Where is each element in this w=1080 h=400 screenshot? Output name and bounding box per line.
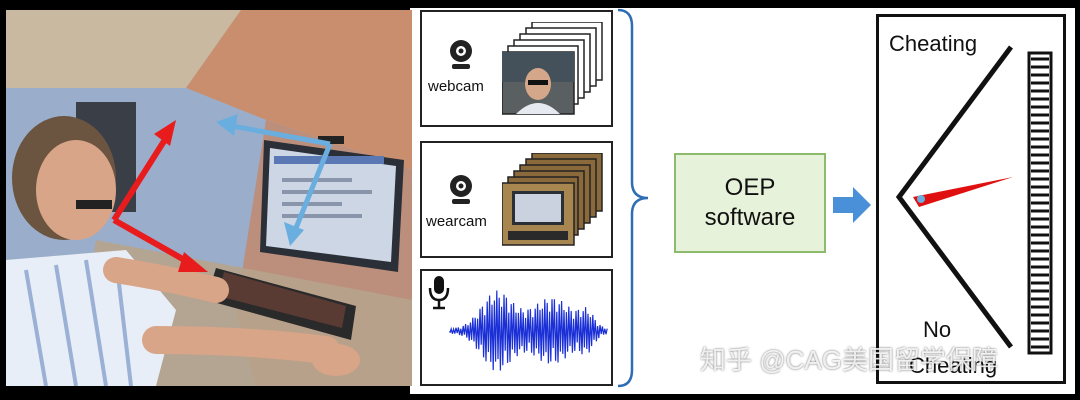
no-label: No — [923, 317, 952, 342]
meter-outline — [895, 45, 1014, 349]
webcam-icon — [450, 40, 472, 69]
software-line-2: software — [704, 204, 796, 231]
needle-pivot — [917, 195, 925, 203]
meter-needle — [913, 177, 1013, 207]
wearcam-panel: wearcam — [420, 141, 613, 258]
webcam-label: webcam — [428, 78, 484, 95]
software-line-1: OEP — [724, 174, 776, 201]
block-arrow-icon — [833, 187, 871, 223]
curly-brace-icon — [617, 8, 649, 388]
cheating-label: Cheating — [889, 31, 978, 56]
cheating-meter: Cheating No Cheating — [876, 14, 1066, 384]
oep-software-box: OEP software — [674, 153, 826, 253]
meter-gauge — [895, 45, 1053, 355]
audio-panel — [420, 269, 613, 386]
wearcam-icon — [450, 175, 472, 204]
webcam-frame-stack — [502, 22, 603, 115]
red-gaze-arrows — [111, 120, 208, 272]
blue-gaze-arrows — [216, 114, 333, 246]
watermark: 知乎 @CAG美国留学保障 — [700, 345, 998, 375]
wearcam-frame-stack — [502, 153, 603, 246]
audio-waveform — [449, 290, 608, 371]
exam-scene-illustration — [6, 10, 412, 386]
webcam-panel: webcam — [420, 10, 613, 127]
microphone-icon — [428, 276, 450, 310]
exam-photo — [6, 10, 412, 386]
meter-ticks — [1031, 57, 1049, 349]
wearcam-label: wearcam — [426, 213, 487, 230]
no-cheating-label: Cheating — [909, 353, 998, 378]
